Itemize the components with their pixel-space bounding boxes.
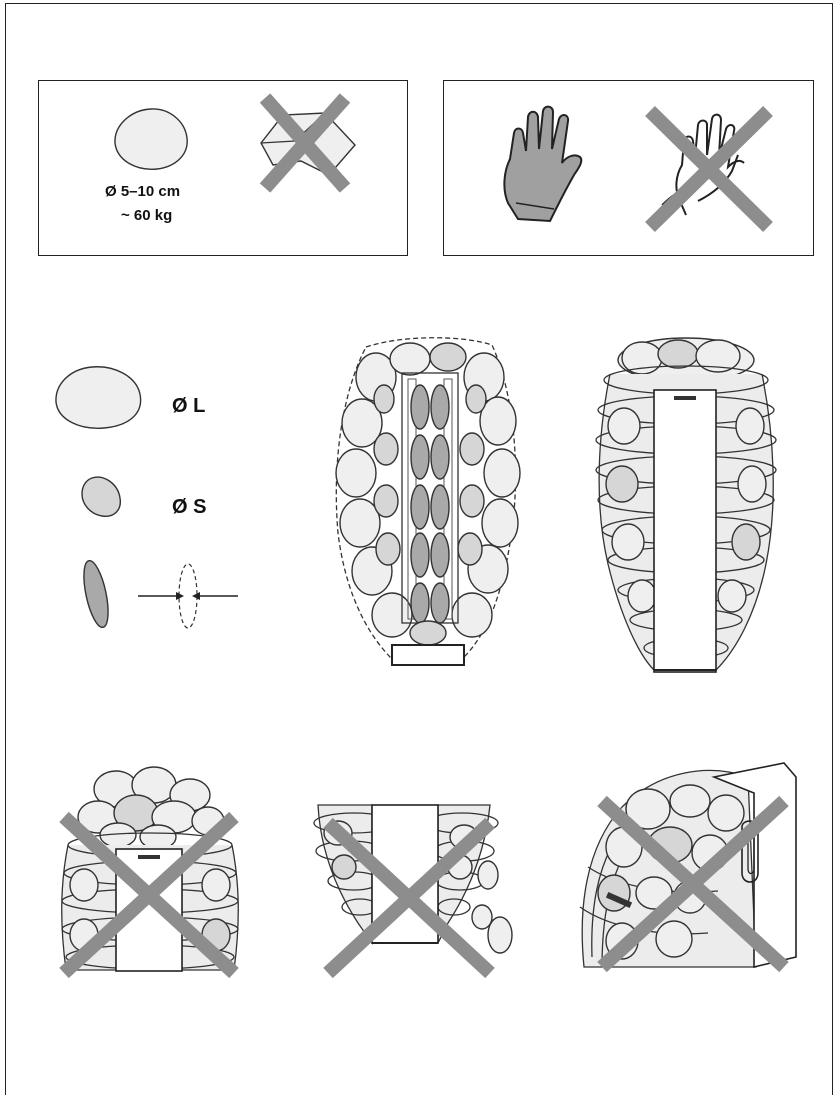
angular-stone-icon [255,93,365,193]
large-stone-label: Ø L [172,395,205,418]
stone-weight-label: ~ 60 kg [121,207,172,224]
gloved-hand-icon [496,105,586,230]
stone-size-panel: Ø 5–10 cm ~ 60 kg [38,80,408,256]
large-stone-icon [52,364,152,434]
gloves-panel [443,80,814,256]
spilling-stones-icon [314,803,514,978]
flat-stone-icon [76,560,246,640]
small-stone-icon [78,474,128,524]
rounded-stone-icon [111,105,191,175]
heater-stacked-icon [592,334,782,679]
bare-hand-icon [640,105,780,235]
stone-size-label: Ø 5–10 cm [105,183,180,200]
small-stone-label: Ø S [172,496,206,519]
heater-cross-section-icon [332,333,522,673]
blocked-element-icon [578,757,808,972]
overfilled-heater-icon [50,765,250,980]
